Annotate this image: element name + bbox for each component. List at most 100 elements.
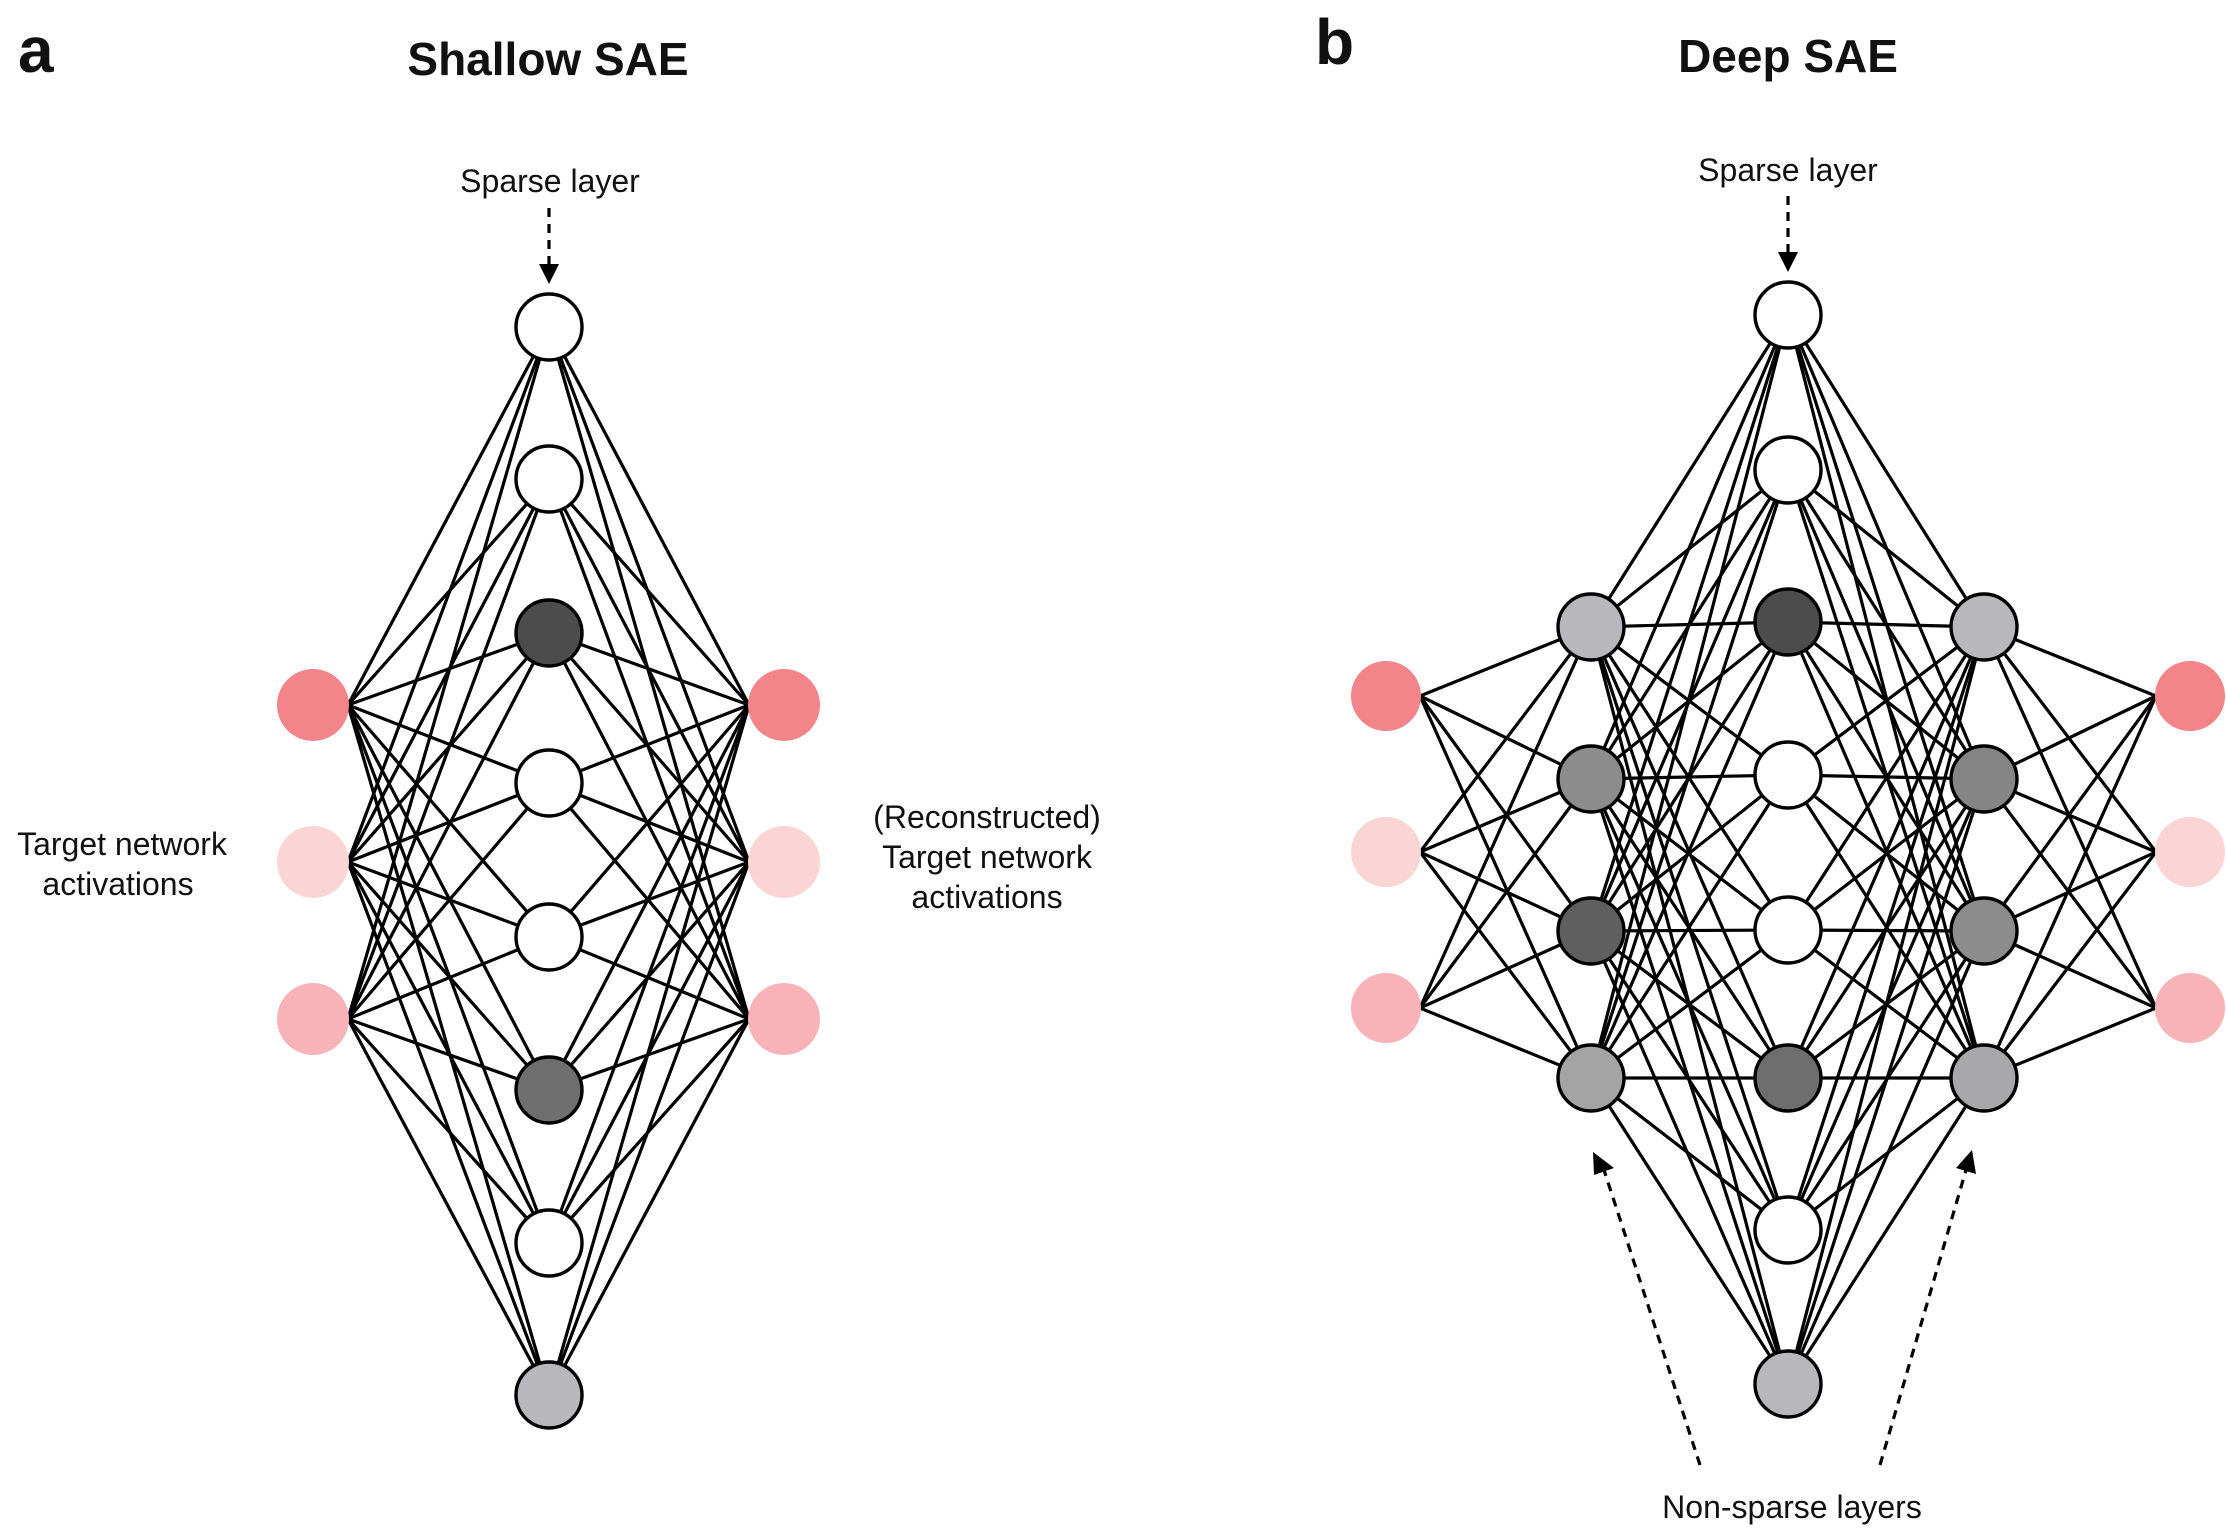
panel-b-input-node-1	[1351, 661, 1421, 731]
panel-b-edge-in-h1-1-3	[1418, 695, 1593, 932]
panel-b-sparse-node-4	[1753, 740, 1823, 810]
panel-b-edge-h2-out-4-1	[1982, 695, 2158, 1079]
panel-b-edge-h1-sparse-4-4	[1589, 774, 1790, 1079]
panel-b-edge-h1-sparse-1-1	[1589, 314, 1790, 628]
panel-a-edge-in-sparse-3-2	[346, 478, 551, 1020]
panel-b-letter: b	[1315, 6, 1354, 78]
panel-b-edge-sparse-h2-8-4	[1786, 1077, 1986, 1385]
panel-b-hidden-out-node-1	[1949, 592, 2019, 662]
panel-a-input-node-1	[277, 669, 349, 741]
panel-b-nonsparse-arrow-left-shaft	[1602, 1169, 1702, 1466]
panel-a-sparse-node-4	[514, 748, 584, 818]
panel-b-output-node-2	[2155, 817, 2225, 887]
panel-a-sparse-node-7	[514, 1208, 584, 1278]
panel-a-edges	[346, 326, 751, 1396]
panel-b-edge-sparse-h2-5-1	[1786, 626, 1986, 931]
panel-a-edge-in-sparse-3-6	[347, 1017, 550, 1092]
panel-b-edge-h1-sparse-3-8	[1589, 930, 1790, 1385]
panel-a-edge-in-sparse-3-8	[346, 1018, 551, 1396]
panel-a-input-node-3	[277, 983, 349, 1055]
panel-b-edge-h1-sparse-2-1	[1589, 314, 1790, 780]
panel-b-edge-h2-out-1-2	[1982, 626, 2158, 853]
panel-a-sparse-node-1	[514, 292, 584, 362]
panel-b-nonsparse-arrow-right-shaft	[1878, 1169, 1968, 1466]
panel-a-letter: a	[18, 14, 54, 86]
panel-b-edge-h1-sparse-4-7	[1590, 1076, 1789, 1232]
panel-b-nodes	[1351, 280, 2225, 1419]
panel-b-edge-in-h1-3-1	[1418, 626, 1593, 1009]
panel-b-hidden-in-node-3	[1556, 896, 1626, 966]
panel-b-edge-h2-out-2-3	[1982, 778, 2158, 1009]
panel-b-hidden-in-node-2	[1556, 744, 1626, 814]
panel-a-output-node-1	[748, 669, 820, 741]
panel-a-title: Shallow SAE	[407, 33, 688, 85]
panel-b-edge-in-h1-3-2	[1418, 778, 1593, 1009]
panel-a-edge-sparse-out-8-2	[547, 861, 751, 1396]
panel-b-edge-h1-sparse-4-1	[1589, 314, 1790, 1079]
panel-a-sparse-node-5	[514, 902, 584, 972]
panel-a-edge-sparse-out-4-1	[548, 703, 750, 785]
panel-a-edge-sparse-out-5-1	[547, 703, 751, 939]
panel-a-edge-in-sparse-3-5	[347, 935, 550, 1021]
panel-a-edge-sparse-out-6-1	[547, 704, 751, 1091]
panel-b-edge-h1-sparse-3-1	[1589, 314, 1790, 932]
panel-b-edge-sparse-h2-7-1	[1786, 626, 1986, 1231]
panel-a-input-label-line2: activations	[42, 866, 193, 902]
panel-b-sparse-node-7	[1753, 1195, 1823, 1265]
panel-a-edge-sparse-out-8-1	[547, 704, 751, 1396]
panel-b-sparse-node-6	[1753, 1043, 1823, 1113]
panel-b-edge-h1-sparse-4-2	[1589, 469, 1790, 1079]
panel-b-nonsparse-arrow-left-head	[1593, 1152, 1614, 1175]
panel-a-edge-in-sparse-2-8	[346, 861, 551, 1396]
panel-b-edge-sparse-h2-1-1	[1786, 314, 1986, 628]
panel-b-nonsparse-arrow-right-head	[1956, 1150, 1976, 1174]
panel-b-sparse-node-8	[1753, 1349, 1823, 1419]
panel-b-edge-sparse-h2-8-2	[1786, 778, 1986, 1385]
panel-a-sparse-label: Sparse layer	[460, 163, 640, 199]
panel-a-edge-sparse-out-3-1	[548, 631, 750, 707]
panel-a-output-node-2	[748, 826, 820, 898]
panel-b-edge-sparse-h2-8-1	[1786, 626, 1986, 1385]
panel-b-nonsparse-label: Non-sparse layers	[1662, 1489, 1922, 1525]
panel-a-output-label-line1: (Reconstructed)	[873, 799, 1101, 835]
panel-a-sparse-node-3	[514, 598, 584, 668]
panel-a-sparse-arrow-head	[539, 264, 559, 284]
panel-b-hidden-in-node-1	[1556, 592, 1626, 662]
panel-b-title: Deep SAE	[1678, 30, 1898, 82]
panel-b-edge-h2-out-1-3	[1982, 626, 2158, 1009]
panel-b-input-node-3	[1351, 973, 1421, 1043]
panel-a-edge-in-sparse-2-1	[346, 326, 551, 863]
panel-a-edge-in-sparse-3-4	[346, 781, 551, 1021]
panel-b-edge-sparse-h2-4-1	[1787, 625, 1985, 777]
panel-b-input-node-2	[1351, 817, 1421, 887]
panel-b-edge-in-h1-2-4	[1418, 851, 1593, 1079]
panel-b-sparse-node-5	[1753, 895, 1823, 965]
panel-a-edge-sparse-out-2-1	[547, 477, 751, 707]
panel-b-hidden-out-node-2	[1949, 744, 2019, 814]
panel-b-hidden-out-node-3	[1949, 896, 2019, 966]
panel-a-sparse-node-6	[514, 1055, 584, 1125]
panel-b-edge-h1-sparse-4-5	[1590, 928, 1789, 1080]
panel-b-edge-h1-sparse-4-3	[1589, 621, 1790, 1079]
panel-b-edges	[1418, 314, 2158, 1385]
panel-b-edge-sparse-h2-8-3	[1786, 930, 1986, 1385]
panel-a-edge-in-sparse-1-1	[346, 326, 551, 706]
panel-a-edge-in-sparse-3-3	[346, 632, 551, 1020]
panel-a-edge-in-sparse-3-7	[346, 1017, 551, 1245]
panel-a-sparse-node-8	[514, 1360, 584, 1430]
panel-a-edge-in-sparse-1-4	[347, 703, 550, 785]
panel-b-edge-in-h1-2-1	[1418, 626, 1593, 853]
panel-a-output-label-line2: Target network	[882, 839, 1093, 875]
panel-b-edge-h2-out-4-2	[1982, 851, 2158, 1079]
panel-b-sparse-arrow-head	[1778, 252, 1798, 272]
panel-a-sparse-node-2	[514, 444, 584, 514]
panel-b-sparse-node-3	[1753, 587, 1823, 657]
panel-b-output-node-3	[2155, 973, 2225, 1043]
panel-a-edge-sparse-out-7-1	[547, 704, 751, 1244]
panel-a-nodes	[277, 292, 820, 1430]
panel-b-edge-sparse-h2-2-1	[1786, 468, 1986, 629]
panel-b-sparse-node-1	[1753, 280, 1823, 350]
panel-b-edge-sparse-h2-6-1	[1786, 626, 1986, 1079]
panel-b-sparse-label: Sparse layer	[1698, 152, 1878, 188]
